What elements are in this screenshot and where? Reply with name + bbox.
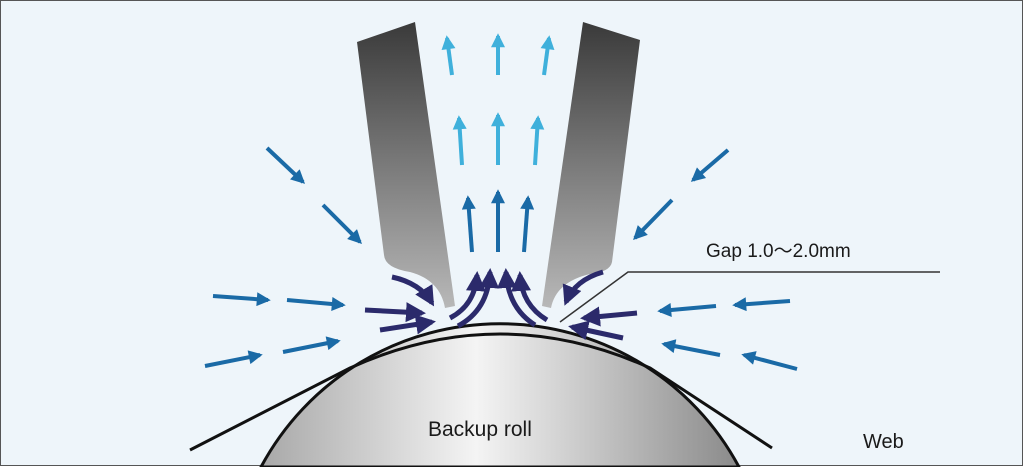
backup-roll-label: Backup roll <box>428 418 532 441</box>
near-flow-arrows <box>364 268 638 341</box>
right-nozzle-blade <box>542 22 640 308</box>
exhaust-arrows <box>441 33 555 253</box>
backup-roll <box>259 322 741 467</box>
outer-flow-arrows <box>204 146 798 371</box>
left-nozzle-blade <box>357 22 455 308</box>
gap-label: Gap 1.0～2.0mm <box>706 241 851 262</box>
gap-leader-line <box>559 271 940 323</box>
web <box>189 332 773 452</box>
web-label: Web <box>863 431 904 453</box>
